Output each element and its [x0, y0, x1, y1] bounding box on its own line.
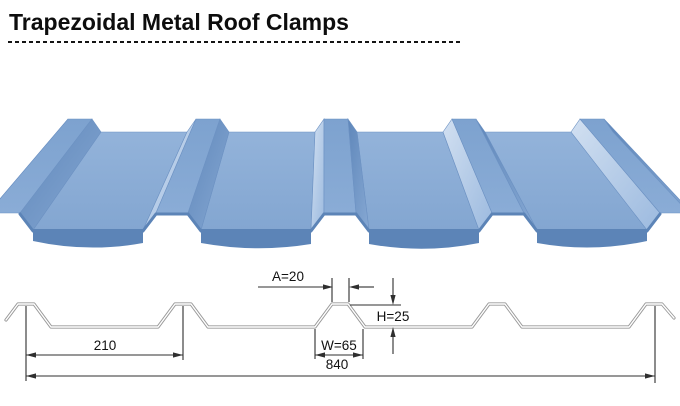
- dimension-label-a: A=20: [272, 269, 304, 284]
- dimension-rib-top-width: A=20: [258, 269, 374, 302]
- dimension-cover-width: 840: [26, 306, 656, 383]
- dimension-label-total: 840: [326, 357, 349, 372]
- dimension-label-h: H=25: [377, 309, 410, 324]
- page-title: Trapezoidal Metal Roof Clamps: [9, 9, 349, 35]
- sheet-front-rib-openings: [18, 212, 662, 233]
- sheet-rib: [142, 118, 230, 231]
- dimension-label-pitch: 210: [94, 338, 117, 353]
- roof-sheet-3d-render: [0, 117, 680, 249]
- sheet-rib: [442, 118, 538, 231]
- sheet-rib: [310, 117, 370, 232]
- dimension-rib-height: H=25: [350, 278, 409, 354]
- title-underline-divider: [8, 41, 460, 43]
- profile-outline: [4, 302, 676, 329]
- dimension-rib-base-width: W=65: [314, 329, 364, 359]
- sheet-rib: [570, 118, 680, 231]
- sheet-rib: [0, 118, 102, 231]
- dimension-rib-pitch: 210: [25, 306, 184, 381]
- sheet-front-edge: [33, 229, 647, 249]
- sheet-valley-pans: [32, 131, 648, 231]
- cross-section-diagram: A=20 H=25 W=65: [4, 269, 676, 383]
- dimension-label-w: W=65: [321, 338, 357, 353]
